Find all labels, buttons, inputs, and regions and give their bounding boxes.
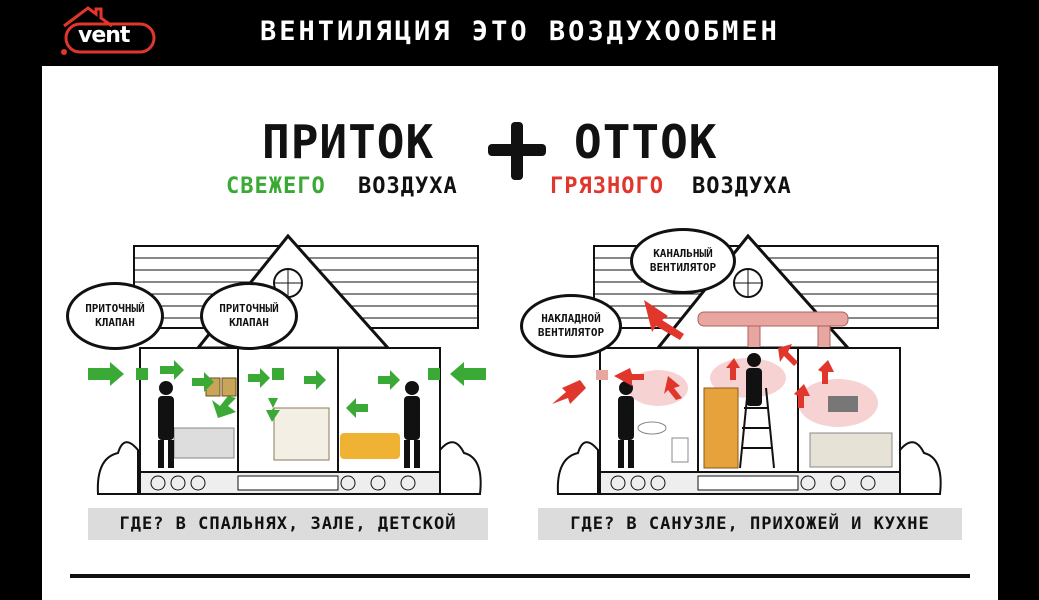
inflow-sub-colored: СВЕЖЕГО bbox=[226, 174, 326, 199]
surface-fan-bubble: НАКЛАДНОЙ ВЕНТИЛЯТОР bbox=[520, 294, 622, 358]
logo-text: vent bbox=[78, 23, 130, 48]
supply-valve-bubble-2: ПРИТОЧНЫЙ КЛАПАН bbox=[200, 282, 298, 350]
page-title: ВЕНТИЛЯЦИЯ ЭТО ВОЗДУХООБМЕН bbox=[260, 16, 780, 47]
inflow-heading: ПРИТОК bbox=[262, 115, 435, 169]
header-bar: vent ВЕНТИЛЯЦИЯ ЭТО ВОЗДУХООБМЕН bbox=[0, 0, 1039, 66]
exhaust-where-label: ГДЕ? В САНУЗЛЕ, ПРИХОЖЕЙ И КУХНЕ bbox=[538, 508, 962, 540]
duct-fan-bubble: КАНАЛЬНЫЙ ВЕНТИЛЯТОР bbox=[630, 228, 736, 294]
supply-house-illustration bbox=[88, 233, 486, 495]
supply-valve-bubble-1: ПРИТОЧНЫЙ КЛАПАН bbox=[66, 282, 164, 350]
divider-line bbox=[70, 574, 970, 578]
inflow-sub-plain: ВОЗДУХА bbox=[358, 174, 458, 199]
supply-where-label: ГДЕ? В СПАЛЬНЯХ, ЗАЛЕ, ДЕТСКОЙ bbox=[88, 508, 488, 540]
plus-icon bbox=[488, 122, 546, 180]
exhaust-house-illustration bbox=[552, 233, 942, 495]
house-logo-icon bbox=[61, 6, 156, 55]
vent-logo: vent bbox=[56, 6, 156, 58]
outflow-heading: ОТТОК bbox=[574, 115, 718, 169]
outflow-sub-colored: ГРЯЗНОГО bbox=[550, 174, 664, 199]
outflow-sub-plain: ВОЗДУХА bbox=[692, 174, 792, 199]
